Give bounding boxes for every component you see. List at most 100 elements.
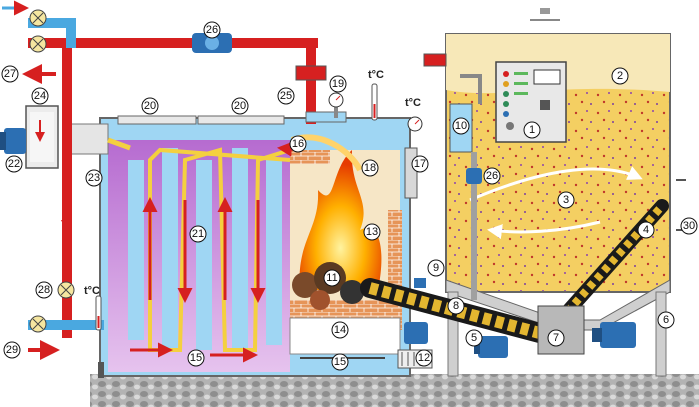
thermometer-return (95, 295, 102, 331)
svg-text:12: 12 (418, 352, 430, 364)
valve-top-1 (29, 9, 47, 27)
callout-16: 16 (289, 135, 307, 153)
svg-text:5: 5 (471, 332, 477, 344)
callout-3: 3 (557, 191, 575, 209)
auger-feed-port (414, 278, 426, 288)
svg-text:25: 25 (280, 90, 292, 102)
flame (299, 150, 382, 290)
callout-13: 13 (363, 223, 381, 241)
svg-text:19: 19 (332, 78, 344, 90)
boiler-body (98, 115, 418, 378)
callout-19: 19 (329, 75, 347, 93)
valve-top-2 (29, 35, 47, 53)
svg-text:30: 30 (683, 220, 695, 232)
callout-9: 9 (427, 259, 445, 277)
transfer-box (537, 305, 585, 355)
auger-motor-6 (592, 322, 636, 348)
svg-text:16: 16 (292, 138, 304, 150)
flue-gas-path (148, 147, 291, 352)
svg-text:8: 8 (453, 300, 459, 312)
callout-5: 5 (465, 329, 483, 347)
svg-text:17: 17 (414, 158, 426, 170)
return-pipe (28, 320, 104, 330)
callout-20a: 20 (141, 97, 159, 115)
callout-30: 30 (680, 217, 698, 235)
pressure-gauge (328, 92, 344, 118)
ground-gravel (90, 374, 699, 407)
auger-motor-5 (474, 336, 508, 358)
callout-20b: 20 (231, 97, 249, 115)
svg-text:18: 18 (364, 162, 376, 174)
svg-text:23: 23 (88, 172, 100, 184)
svg-text:15: 15 (334, 356, 346, 368)
svg-text:21: 21 (192, 228, 204, 240)
callout-15b: 15 (331, 353, 349, 371)
callout-12: 12 (415, 349, 433, 367)
callout-27: 27 (1, 65, 19, 83)
svg-text:7: 7 (553, 332, 559, 344)
temp-label-boiler: t°C (368, 69, 384, 81)
callout-6: 6 (657, 311, 675, 329)
callout-8: 8 (447, 297, 465, 315)
valve-return-29 (29, 315, 47, 333)
boiler-outlet-connector (295, 65, 327, 81)
callout-26b: 26 (483, 167, 501, 185)
callout-25: 25 (277, 87, 295, 105)
flue-outlet (25, 105, 131, 169)
fuel-logs (292, 262, 364, 310)
thermometer-boiler (371, 83, 378, 121)
svg-text:27: 27 (4, 68, 16, 80)
svg-text:26: 26 (206, 24, 218, 36)
svg-text:29: 29 (6, 344, 18, 356)
callout-14: 14 (331, 321, 349, 339)
svg-text:13: 13 (366, 226, 378, 238)
svg-text:20: 20 (234, 100, 246, 112)
svg-text:20: 20 (144, 100, 156, 112)
callout-26a: 26 (203, 21, 221, 39)
callout-18: 18 (361, 159, 379, 177)
svg-text:9: 9 (433, 262, 439, 274)
callout-29: 29 (3, 341, 21, 359)
callout-15a: 15 (187, 349, 205, 367)
valve-return-28 (57, 281, 75, 299)
hopper-leg-right (655, 291, 667, 377)
callout-4: 4 (637, 221, 655, 239)
svg-text:10: 10 (455, 120, 467, 132)
callout-23: 23 (85, 169, 103, 187)
temp-label-right: t°C (405, 97, 421, 109)
refractory-lining (290, 150, 330, 164)
temp-label-return: t°C (84, 285, 100, 297)
svg-text:24: 24 (34, 90, 46, 102)
svg-text:11: 11 (326, 272, 337, 284)
callout-2: 2 (611, 67, 629, 85)
svg-text:1: 1 (529, 124, 535, 136)
callout-1: 1 (523, 121, 541, 139)
exhaust-fan (0, 128, 26, 154)
svg-text:28: 28 (38, 284, 50, 296)
circulation-pump (192, 33, 232, 53)
svg-text:6: 6 (663, 314, 669, 326)
boiler-door (404, 147, 418, 199)
callout-21: 21 (189, 225, 207, 243)
callout-10: 10 (452, 117, 470, 135)
callout-17: 17 (411, 155, 429, 173)
feed-auger (360, 278, 576, 350)
svg-text:2: 2 (617, 70, 623, 82)
sprinkler-valve (466, 168, 482, 184)
inspection-cover-right (197, 115, 285, 125)
hopper-leg-left (447, 291, 459, 377)
callout-22: 22 (5, 155, 23, 173)
callout-7: 7 (547, 329, 565, 347)
callout-11: 11 (323, 269, 341, 287)
callout-24: 24 (31, 87, 49, 105)
callouts: 1 2 3 4 5 6 7 8 9 10 11 12 13 14 15 15 1… (1, 21, 698, 371)
temperature-gauge-right (407, 116, 423, 132)
inspection-cover-left (117, 115, 197, 125)
supply-pipe (28, 18, 318, 338)
callout-28: 28 (35, 281, 53, 299)
svg-text:3: 3 (563, 194, 569, 206)
mixing-arrow (469, 166, 643, 202)
svg-text:22: 22 (8, 158, 20, 170)
